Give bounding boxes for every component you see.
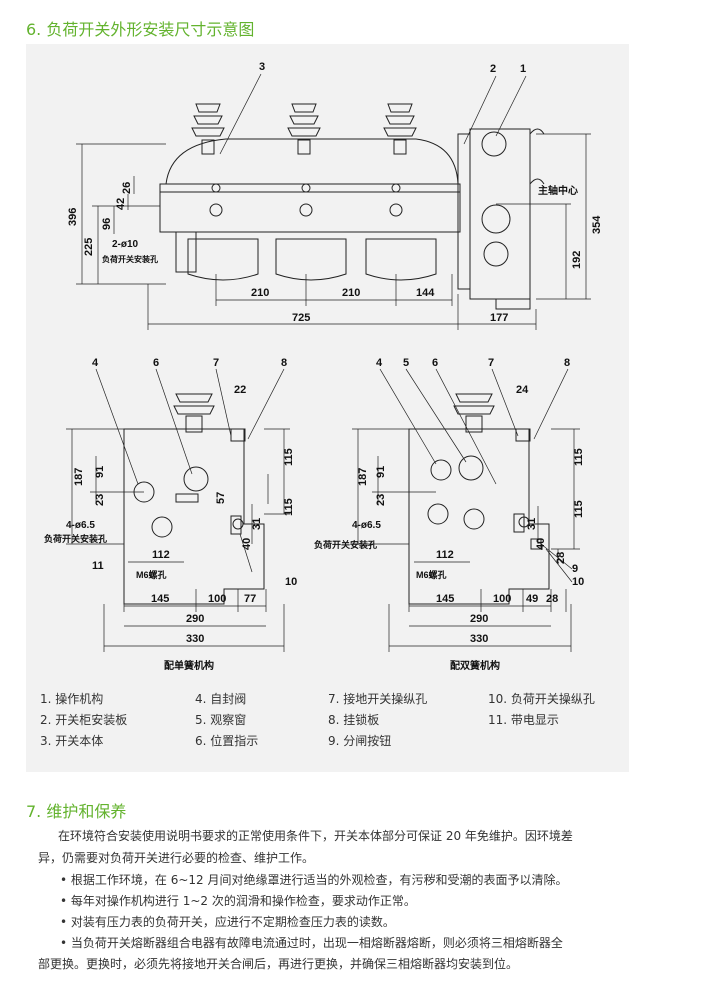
single-dim-31: 31 — [251, 518, 263, 530]
double-dim-145: 145 — [436, 593, 454, 605]
single-dim-115-a: 115 — [283, 448, 295, 466]
parts-legend: 1. 操作机构 4. 自封阀 7. 接地开关操纵孔 10. 负荷开关操纵孔 2.… — [40, 690, 620, 753]
double-dim-115-b: 115 — [573, 500, 585, 518]
legend-item: 1. 操作机构 — [40, 692, 104, 706]
double-dim-290: 290 — [470, 613, 488, 625]
legend-row: 1. 操作机构 4. 自封阀 7. 接地开关操纵孔 10. 负荷开关操纵孔 — [40, 690, 620, 711]
double-callout-6: 6 — [432, 357, 438, 369]
housing-top — [165, 138, 459, 185]
legend-item: 6. 位置指示 — [195, 734, 259, 748]
double-hole-label: 负荷开关安装孔 — [314, 539, 377, 550]
double-callout-10: 10 — [572, 576, 584, 588]
section-6-title: 6. 负荷开关外形安装尺寸示意图 — [26, 20, 255, 39]
single-caption: 配单簧机构 — [164, 659, 214, 672]
single-dim-330: 330 — [186, 633, 204, 645]
dim-210-b: 210 — [342, 287, 360, 299]
legend-item: 5. 观察窗 — [195, 713, 247, 727]
single-dim-290: 290 — [186, 613, 204, 625]
maintenance-bullet: • 根据工作环境，在 6~12 月间对绝缘罩进行适当的外观检查，有污秽和受潮的表… — [60, 873, 568, 887]
insulator-shapes — [191, 103, 417, 155]
single-hole-label: 负荷开关安装孔 — [44, 533, 107, 544]
double-dim-24: 24 — [516, 384, 529, 396]
legend-item: 7. 接地开关操纵孔 — [328, 692, 428, 706]
single-dim-187: 187 — [73, 468, 85, 486]
maintenance-line: 部更换。更换时，必须先将接地开关合闸后，再进行更换，并确保三相熔断器均安装到位。 — [38, 957, 519, 971]
double-caption: 配双簧机构 — [450, 659, 500, 672]
dim-26: 26 — [121, 182, 133, 194]
double-dim-187: 187 — [357, 468, 369, 486]
double-callout-7: 7 — [488, 357, 494, 369]
single-dim-23: 23 — [94, 494, 106, 506]
double-callout-5: 5 — [403, 357, 409, 369]
maintenance-bullet: • 每年对操作机构进行 1~2 次的润滑和操作检查，要求动作正常。 — [60, 894, 416, 908]
single-callout-10: 10 — [285, 576, 297, 588]
double-callout-8: 8 — [564, 357, 570, 369]
single-callout-8: 8 — [281, 357, 287, 369]
callout-1: 1 — [520, 63, 526, 75]
legend-item: 4. 自封阀 — [195, 692, 247, 706]
double-callout-4: 4 — [376, 357, 383, 369]
double-dim-100: 100 — [493, 593, 511, 605]
double-dim-112: 112 — [436, 549, 454, 561]
single-callout-6: 6 — [153, 357, 159, 369]
maintenance-line: 在环境符合安装使用说明书要求的正常使用条件下，开关本体部分可保证 20 年免维护… — [58, 829, 573, 843]
legend-item: 11. 带电显示 — [488, 713, 559, 727]
legend-item: 10. 负荷开关操纵孔 — [488, 692, 595, 706]
section-7-title: 7. 维护和保养 — [26, 802, 127, 821]
maintenance-bullet: • 当负荷开关熔断器组合电器有故障电流通过时，出现一相熔断器熔断，则必须将三相熔… — [60, 936, 563, 950]
callout-3: 3 — [259, 61, 265, 73]
dim-396: 396 — [67, 208, 79, 226]
single-callout-4: 4 — [92, 357, 99, 369]
double-dim-330: 330 — [470, 633, 488, 645]
legend-item: 9. 分闸按钮 — [328, 734, 392, 748]
dim-210-a: 210 — [251, 287, 269, 299]
single-dim-112: 112 — [152, 549, 170, 561]
single-dim-91: 91 — [94, 466, 106, 478]
legend-row: 2. 开关柜安装板 5. 观察窗 8. 挂锁板 11. 带电显示 — [40, 711, 620, 732]
double-dim-28-right: 28 — [555, 552, 567, 564]
single-m6: M6螺孔 — [136, 569, 167, 580]
legend-item: 2. 开关柜安装板 — [40, 713, 128, 727]
label-main-axis: 主轴中心 — [538, 184, 578, 197]
double-dim-49: 49 — [526, 593, 538, 605]
legend-item: 8. 挂锁板 — [328, 713, 380, 727]
single-dim-115-b: 115 — [283, 498, 295, 516]
dim-144: 144 — [416, 287, 435, 299]
double-dim-115-a: 115 — [573, 448, 585, 466]
hole-spec-top: 2-ø10 — [112, 239, 139, 250]
double-dim-91: 91 — [375, 466, 387, 478]
single-dim-145: 145 — [151, 593, 169, 605]
double-callout-9: 9 — [572, 563, 578, 575]
double-dim-40: 40 — [535, 538, 547, 550]
dim-225: 225 — [83, 238, 95, 256]
double-m6: M6螺孔 — [416, 569, 447, 580]
double-dim-23: 23 — [375, 494, 387, 506]
dim-177: 177 — [490, 312, 508, 324]
double-dim-31: 31 — [526, 518, 538, 530]
double-hole-spec: 4-ø6.5 — [352, 520, 381, 531]
single-callout-11: 11 — [92, 560, 104, 572]
legend-row: 3. 开关本体 6. 位置指示 9. 分闸按钮 — [40, 732, 620, 753]
dim-725: 725 — [292, 312, 310, 324]
double-spring-drawing — [408, 393, 550, 605]
single-dim-22: 22 — [234, 384, 246, 396]
single-dim-100: 100 — [208, 593, 226, 605]
maintenance-line: 异，仍需要对负荷开关进行必要的检查、维护工作。 — [38, 851, 315, 865]
dim-192: 192 — [571, 251, 583, 269]
single-dim-77: 77 — [244, 593, 256, 605]
single-callout-7: 7 — [213, 357, 219, 369]
callout-2: 2 — [490, 63, 496, 75]
single-hole-spec: 4-ø6.5 — [66, 520, 95, 531]
legend-item: 3. 开关本体 — [40, 734, 104, 748]
single-dim-57: 57 — [215, 492, 227, 504]
single-dim-40: 40 — [241, 538, 253, 550]
dim-354: 354 — [591, 215, 603, 234]
double-dim-28: 28 — [546, 593, 558, 605]
maintenance-bullet: • 对装有压力表的负荷开关，应进行不定期检查压力表的读数。 — [60, 915, 395, 929]
technical-drawing: 3 2 1 396 225 96 42 26 354 192 主轴中心 2-ø1… — [44, 61, 603, 672]
dim-42: 42 — [115, 198, 127, 210]
hole-label-top: 负荷开关安装孔 — [102, 254, 158, 264]
drawing-panel: 3 2 1 396 225 96 42 26 354 192 主轴中心 2-ø1… — [26, 44, 629, 772]
dim-96: 96 — [101, 218, 113, 230]
